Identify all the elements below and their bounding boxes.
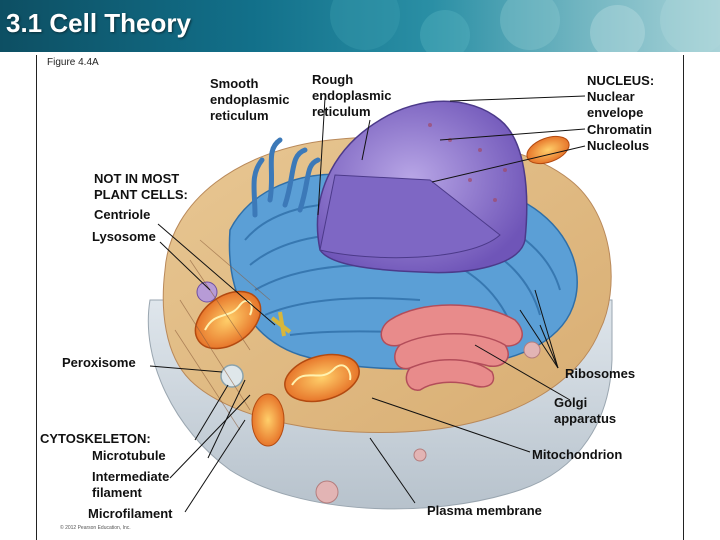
slide-title: 3.1 Cell Theory: [6, 8, 191, 38]
label-nucleus-heading: NUCLEUS:: [587, 73, 655, 88]
label-not-in-plant-cells: NOT IN MOST PLANT CELLS:: [94, 171, 188, 202]
vesicle: [315, 480, 339, 504]
peroxisome: [220, 364, 244, 388]
golgi-apparatus: [380, 304, 523, 391]
label-centriole: Centriole: [94, 207, 151, 222]
label-intermediate-filament: Intermediate filament: [92, 469, 170, 500]
mitochondrion-left: [194, 290, 262, 350]
label-nucleolus: Nucleolus: [587, 138, 650, 153]
figure-label: Figure 4.4A: [47, 57, 99, 68]
label-peroxisome: Peroxisome: [62, 355, 136, 370]
vesicle: [523, 341, 541, 359]
copyright: © 2012 Pearson Education, Inc.: [60, 525, 131, 531]
label-microfilament: Microfilament: [88, 506, 173, 521]
leader-lines: [149, 95, 586, 513]
label-golgi-apparatus: Golgi apparatus: [554, 395, 617, 426]
lysosome: [196, 281, 218, 303]
label-nuclear-envelope: Nuclear envelope: [587, 89, 644, 120]
label-smooth-er: Smooth endoplasmic reticulum: [210, 76, 290, 123]
label-rough-er: Rough endoplasmic reticulum: [312, 72, 392, 119]
smooth-er: [251, 137, 321, 218]
label-plasma-membrane: Plasma membrane: [427, 503, 542, 518]
centriole: [270, 311, 292, 337]
label-ribosomes: Ribosomes: [565, 366, 636, 381]
mitochondrion-lower: [251, 393, 285, 447]
label-mitochondrion: Mitochondrion: [532, 447, 623, 462]
vesicle: [413, 448, 427, 462]
nucleus-cutaway: [319, 174, 501, 259]
label-cytoskeleton: CYTOSKELETON:: [40, 431, 151, 446]
title-banner: 3.1 Cell Theory: [0, 0, 720, 52]
label-microtubule: Microtubule: [92, 448, 166, 463]
label-lysosome: Lysosome: [92, 229, 156, 244]
label-chromatin: Chromatin: [587, 122, 652, 137]
